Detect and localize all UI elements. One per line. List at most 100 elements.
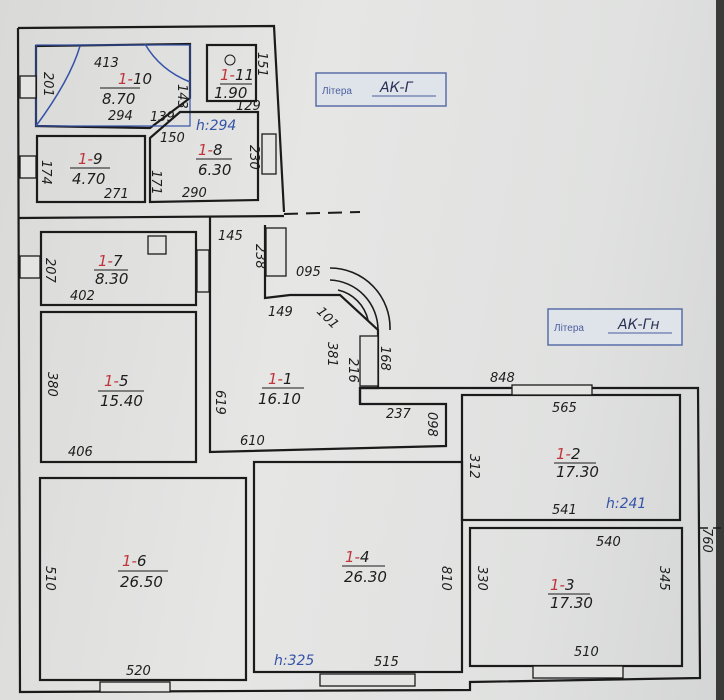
- svg-text:8.30: 8.30: [95, 270, 128, 288]
- dimensions: 413 294 201 143 139 151 129 174 271 150 …: [38, 52, 714, 679]
- room-1-6: [38, 476, 248, 682]
- spiral-stair: [329, 267, 391, 331]
- room-label-1-6: 1-6 26.50: [118, 552, 168, 591]
- svg-text:095: 095: [296, 265, 321, 280]
- svg-text:1-1: 1-1: [268, 370, 293, 388]
- ceiling-height: h:294: [196, 118, 236, 134]
- svg-text:151: 151: [254, 52, 269, 77]
- door-swing: [35, 45, 81, 127]
- svg-text:345: 345: [656, 566, 671, 591]
- svg-text:271: 271: [104, 187, 129, 202]
- svg-text:АК-Гн: АК-Гн: [617, 317, 660, 333]
- svg-text:098: 098: [424, 412, 439, 437]
- svg-text:26.30: 26.30: [344, 568, 387, 586]
- svg-text:406: 406: [68, 445, 93, 460]
- svg-text:515: 515: [374, 655, 399, 670]
- svg-text:1-9: 1-9: [78, 150, 103, 168]
- svg-text:8.70: 8.70: [102, 90, 135, 108]
- svg-text:17.30: 17.30: [550, 594, 593, 612]
- svg-text:26.50: 26.50: [120, 573, 163, 591]
- svg-text:1-6: 1-6: [122, 552, 147, 570]
- svg-text:1-7: 1-7: [98, 252, 123, 270]
- room-1-4: [252, 460, 464, 674]
- svg-text:330: 330: [474, 566, 489, 591]
- room-label-1-11: 1-111.90: [214, 66, 254, 102]
- litera-stamp: Літера АК-Гн: [547, 308, 683, 346]
- ceiling-height: h:325: [274, 653, 314, 669]
- svg-text:290: 290: [182, 186, 207, 201]
- window: [319, 673, 416, 687]
- room-label-1-9: 1-9 4.70: [70, 150, 110, 188]
- room-label-1-2: 1-217.30: [554, 445, 599, 481]
- window: [511, 384, 593, 396]
- svg-text:15.40: 15.40: [100, 392, 143, 410]
- svg-text:619: 619: [212, 390, 227, 415]
- svg-text:Літера: Літера: [322, 86, 352, 97]
- room-label-1-4: 1-4 26.30: [342, 548, 387, 586]
- svg-text:216: 216: [345, 358, 360, 383]
- window: [196, 249, 210, 293]
- window: [19, 75, 37, 99]
- svg-text:Літера: Літера: [554, 323, 584, 334]
- svg-text:540: 540: [596, 535, 621, 550]
- svg-text:16.10: 16.10: [258, 390, 301, 408]
- svg-text:760: 760: [699, 528, 714, 553]
- ceiling-height: h:241: [606, 496, 646, 512]
- svg-text:1-10: 1-10: [118, 70, 152, 88]
- svg-text:145: 145: [218, 229, 243, 244]
- svg-text:17.30: 17.30: [556, 463, 599, 481]
- svg-text:810: 810: [438, 566, 453, 591]
- outer-wall: [16, 24, 702, 694]
- page-edge: [716, 0, 724, 700]
- stove-icon: [147, 235, 167, 255]
- svg-text:1-11: 1-11: [220, 66, 254, 84]
- svg-text:520: 520: [126, 664, 151, 679]
- svg-text:510: 510: [42, 566, 57, 591]
- window: [532, 665, 624, 679]
- toilet-icon: [224, 54, 236, 66]
- room-1-9: [35, 134, 147, 204]
- dashed-line: [283, 211, 361, 215]
- room-1-11: [205, 43, 258, 103]
- svg-text:510: 510: [574, 645, 599, 660]
- svg-text:149: 149: [268, 305, 293, 320]
- room-1-1: [208, 216, 448, 454]
- interior-wall: [17, 214, 285, 220]
- room-label-1-10: 1-10 8.70: [100, 70, 152, 108]
- svg-text:312: 312: [466, 454, 481, 479]
- svg-text:168: 168: [377, 346, 392, 371]
- svg-text:541: 541: [552, 503, 577, 518]
- svg-text:143: 143: [174, 84, 189, 109]
- svg-text:1.90: 1.90: [214, 84, 247, 102]
- room-label-1-7: 1-78.30: [94, 252, 128, 288]
- window: [265, 227, 287, 277]
- svg-text:237: 237: [386, 407, 412, 422]
- svg-text:174: 174: [38, 160, 53, 185]
- window: [359, 335, 379, 387]
- window: [19, 155, 37, 179]
- door-swing: [144, 43, 191, 83]
- svg-text:201: 201: [40, 72, 55, 97]
- svg-text:1-4: 1-4: [345, 548, 370, 566]
- svg-text:413: 413: [94, 56, 119, 71]
- svg-text:230: 230: [246, 145, 261, 170]
- svg-text:6.30: 6.30: [198, 161, 231, 179]
- svg-text:129: 129: [236, 99, 261, 114]
- svg-text:610: 610: [240, 434, 265, 449]
- svg-text:402: 402: [70, 289, 95, 304]
- svg-text:1-8: 1-8: [198, 141, 223, 159]
- room-label-1-3: 1-317.30: [548, 576, 593, 612]
- room-label-1-5: 1-515.40: [98, 372, 144, 410]
- svg-text:139: 139: [150, 110, 175, 125]
- window: [19, 255, 41, 279]
- room-1-7: [39, 230, 198, 307]
- svg-text:1-3: 1-3: [550, 576, 575, 594]
- svg-text:4.70: 4.70: [72, 170, 105, 188]
- svg-text:381: 381: [324, 342, 339, 367]
- svg-text:238: 238: [252, 244, 267, 269]
- svg-text:171: 171: [148, 170, 163, 195]
- svg-text:848: 848: [490, 371, 515, 386]
- svg-text:101: 101: [313, 304, 341, 332]
